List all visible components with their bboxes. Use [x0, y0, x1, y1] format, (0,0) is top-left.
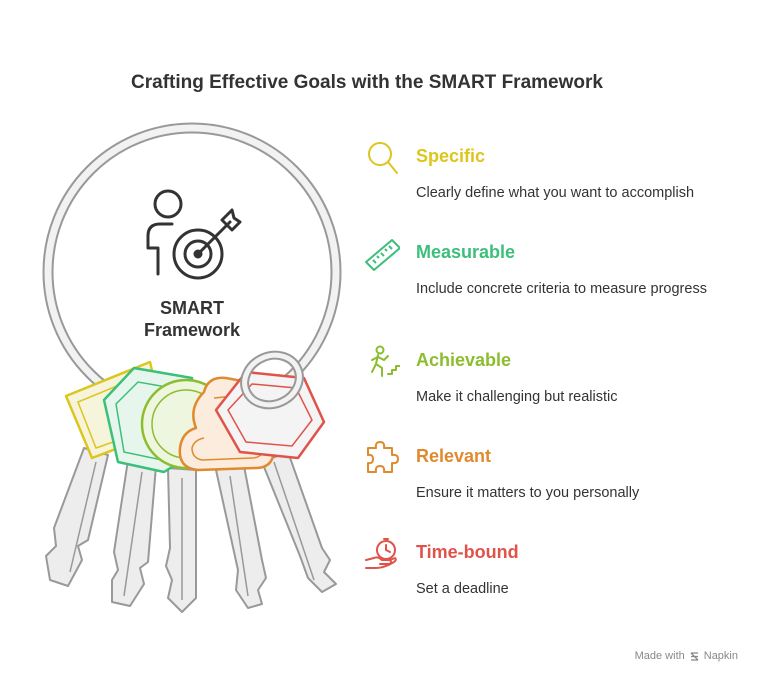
napkin-credit: Made with Napkin [635, 650, 738, 662]
key-ring [42, 122, 342, 422]
hand-stopwatch-icon [365, 538, 397, 569]
climber-icon [371, 345, 400, 377]
puzzle-icon [367, 441, 399, 473]
credit-brand: Napkin [703, 650, 738, 662]
item-description: Set a deadline [416, 581, 509, 597]
item-heading: Time-bound [416, 542, 519, 562]
page-title: Crafting Effective Goals with the SMART … [131, 72, 603, 93]
item-description: Clearly define what you want to accompli… [416, 185, 695, 201]
item-description: Make it challenging but realistic [416, 389, 618, 405]
key-blades [45, 447, 337, 613]
item-description: Include concrete criteria to measure pro… [416, 281, 707, 297]
ring-label: SMART Framework [118, 297, 266, 341]
key-blade-grooves [69, 461, 315, 600]
napkin-logo-icon [690, 651, 699, 661]
item-heading: Relevant [416, 446, 492, 466]
item-heading: Achievable [416, 350, 512, 370]
small-key-ring [240, 350, 304, 410]
item-description: Ensure it matters to you personally [416, 485, 640, 501]
ring-label-line1: SMART [160, 298, 224, 318]
magnifier-icon [368, 142, 398, 174]
person-target-icon [146, 189, 242, 280]
credit-prefix: Made with [634, 650, 685, 662]
item-heading: Measurable [416, 242, 516, 262]
ruler-icon [365, 239, 400, 271]
item-heading: Specific [416, 146, 486, 166]
ring-label-line2: Framework [143, 320, 241, 340]
